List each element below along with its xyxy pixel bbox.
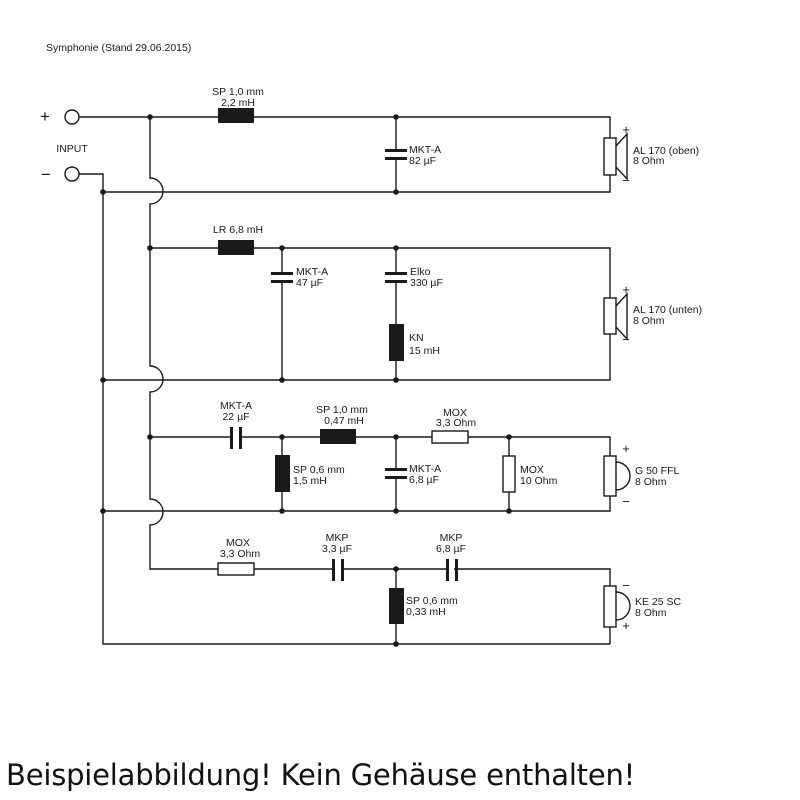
coil-sp-0-6-1-5mh: [275, 455, 290, 492]
speaker-1-minus: −: [622, 173, 630, 188]
speaker-3-plus: +: [622, 441, 630, 456]
cap-22uf-label-2: 22 µF: [222, 411, 249, 423]
coil-1-label-2: 2,2 mH: [221, 97, 255, 109]
speaker-3-minus: −: [622, 494, 630, 509]
schematic-title: Symphonie (Stand 29.06.2015): [46, 42, 191, 54]
input-minus-sign: −: [41, 165, 51, 184]
res-tw-label-1: MOX: [226, 537, 250, 549]
junction-dots: [100, 114, 512, 647]
cap-68-shunt-label-2: 6,8 µF: [409, 474, 439, 486]
cap-mkp68-label-1: MKP: [440, 532, 463, 544]
capacitor-47uf: [271, 272, 293, 275]
cap-elko-label-1: Elko: [410, 266, 431, 278]
cap-22uf-label-1: MKT-A: [220, 400, 252, 412]
coil-2-label-1: LR 6,8 mH: [213, 224, 263, 236]
resistor-mox-3-3ohm-tweeter: [217, 562, 255, 576]
coil-1-label-1: SP 1,0 mm: [212, 86, 264, 98]
coil-15-label-2: 1,5 mH: [293, 475, 327, 487]
speaker-3-label-2: 8 Ohm: [635, 476, 667, 488]
resistor-mox-3-3ohm: [431, 430, 469, 444]
cap-mkp68-label-2: 6,8 µF: [436, 543, 466, 555]
res-tw-label-2: 3,3 Ohm: [220, 548, 261, 560]
cap-82uf-label-2: 82 µF: [409, 155, 436, 167]
capacitor-mkp-3-3uf: [332, 559, 335, 581]
coil-sp-0-6-0-33mh: [389, 588, 404, 624]
coil-15-label-1: SP 0,6 mm: [293, 464, 345, 476]
cap-47uf-label-1: MKT-A: [296, 266, 328, 278]
input-terminals: + INPUT −: [40, 107, 88, 184]
cap-68-shunt-label-1: MKT-A: [409, 463, 441, 475]
speaker-icon: [603, 292, 628, 341]
speaker-4-label-1: KE 25 SC: [635, 596, 682, 608]
coil-047-label-2: 0,47 mH: [324, 415, 364, 427]
speaker-1-label-2: 8 Ohm: [633, 155, 665, 167]
speaker-icon: [603, 585, 631, 628]
speaker-4-minus: −: [622, 578, 630, 593]
section-2-woofer-bottom: LR 6,8 mH MKT-A 47 µF Elko 330 µF KN 15 …: [103, 224, 702, 381]
speaker-1-plus: +: [622, 122, 630, 137]
disclaimer-caption: Beispielabbildung! Kein Gehäuse enthalte…: [6, 758, 636, 792]
cap-elko-label-2: 330 µF: [410, 277, 443, 289]
coil-kn-label-2: 15 mH: [409, 345, 440, 357]
speaker-1-label-1: AL 170 (oben): [633, 145, 699, 157]
cap-mkp33-label-2: 3,3 µF: [322, 543, 352, 555]
capacitor-82uf: [385, 149, 407, 152]
res-10-label-1: MOX: [520, 464, 544, 476]
res-33-label-1: MOX: [443, 407, 467, 419]
coil-047-label-1: SP 1,0 mm: [316, 404, 368, 416]
capacitor-mkp-6-8uf: [446, 559, 449, 581]
coil-kn-15mh: [389, 324, 404, 361]
section-1-woofer-top: SP 1,0 mm 2,2 mH MKT-A 82 µF + − AL 170 …: [103, 86, 699, 193]
res-10-label-2: 10 Ohm: [520, 475, 558, 487]
section-3-midrange: MKT-A 22 µF SP 1,0 mm 0,47 mH MOX 3,3 Oh…: [103, 400, 680, 512]
coil-033-label-1: SP 0,6 mm: [406, 595, 458, 607]
resistor-mox-10ohm: [502, 455, 516, 493]
speaker-2-label-2: 8 Ohm: [633, 315, 665, 327]
speaker-3-label-1: G 50 FFL: [635, 465, 680, 477]
res-33-label-2: 3,3 Ohm: [436, 417, 477, 429]
capacitor-6-8uf-shunt: [385, 468, 407, 471]
speaker-4-plus: +: [622, 618, 630, 633]
speaker-2-minus: −: [622, 332, 630, 347]
capacitor-22uf: [230, 427, 233, 449]
cap-82uf-label-1: MKT-A: [409, 144, 441, 156]
input-label: INPUT: [56, 143, 88, 155]
coil-lr-6-8mh: [218, 240, 254, 255]
crossover-schematic: Symphonie (Stand 29.06.2015) + INPUT − S…: [40, 42, 702, 647]
cap-47uf-label-2: 47 µF: [296, 277, 323, 289]
cap-mkp33-label-1: MKP: [326, 532, 349, 544]
section-4-tweeter: MOX 3,3 Ohm MKP 3,3 µF MKP 6,8 µF SP 0,6…: [217, 532, 682, 644]
coil-kn-label-1: KN: [409, 332, 424, 344]
coil-033-label-2: 0,33 mH: [406, 606, 446, 618]
speaker-2-plus: +: [622, 282, 630, 297]
coil-sp-1-0-2-2mh: [218, 108, 254, 123]
capacitor-elko-330uf: [385, 272, 407, 275]
speaker-2-label-1: AL 170 (unten): [633, 304, 702, 316]
input-plus-sign: +: [40, 107, 50, 126]
speaker-4-label-2: 8 Ohm: [635, 607, 667, 619]
speaker-icon: [603, 455, 631, 497]
speaker-icon: [603, 132, 628, 181]
coil-sp-1-0-0-47mh: [320, 429, 356, 444]
input-minus-terminal: [64, 166, 80, 182]
input-plus-terminal: [64, 109, 80, 125]
